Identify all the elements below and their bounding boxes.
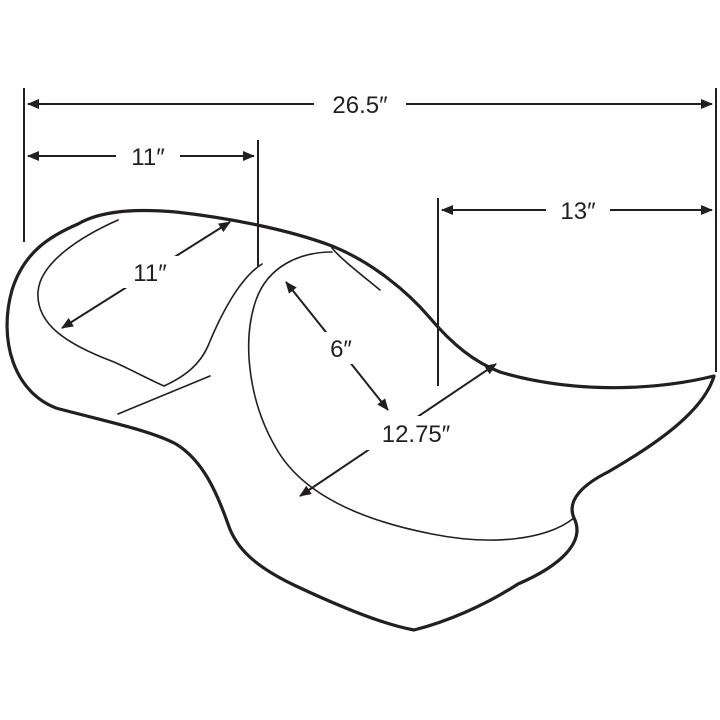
seat-outline — [5, 208, 716, 632]
extension-lines — [23, 88, 717, 386]
label-driver-width: 11″ — [133, 260, 167, 287]
label-overall-length: 26.5″ — [332, 92, 388, 119]
label-driver-length: 11″ — [131, 144, 165, 171]
label-seat-width: 12.75″ — [382, 421, 451, 448]
driver-bolster-seam — [117, 375, 211, 415]
driver-seat-panel — [37, 219, 263, 387]
seat-outer-contour — [5, 208, 716, 632]
passenger-seat-panel — [248, 251, 575, 541]
label-backgrounds — [116, 88, 610, 450]
dimension-labels: 26.5″ 11″ 13″ 11″ 6″ 12.75″ — [131, 92, 596, 448]
label-seat-depth: 6″ — [330, 336, 352, 363]
label-passenger-length: 13″ — [560, 198, 596, 225]
